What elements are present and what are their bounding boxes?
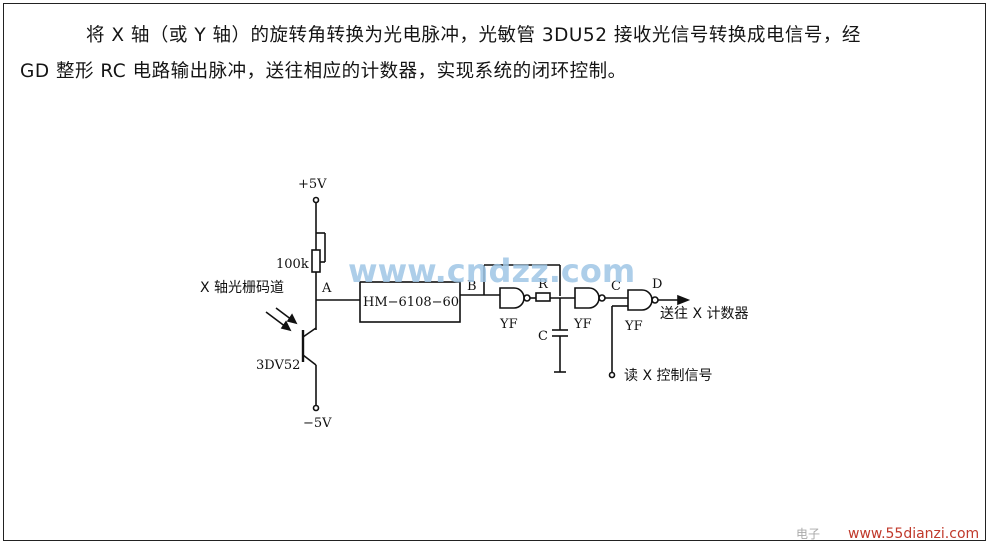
description-text: 将 X 轴（或 Y 轴）的旋转角转换为光电脉冲，光敏管 3DU52 接收光信号转… (20, 18, 918, 90)
ic-label: HM−6108−60 (363, 295, 459, 310)
description-line-1: 将 X 轴（或 Y 轴）的旋转角转换为光电脉冲，光敏管 3DU52 接收光信号转… (86, 25, 861, 46)
gate-1-label: YF (499, 317, 518, 332)
gate-2-bubble (598, 294, 606, 302)
output-label: 送往 X 计数器 (660, 306, 749, 322)
output-arrow (677, 294, 691, 306)
gate-2-label: YF (573, 317, 592, 332)
resistor-r (535, 292, 551, 302)
phototransistor-label: 3DV52 (256, 358, 300, 373)
vminus-terminal (312, 404, 320, 412)
node-d-label: D (652, 277, 662, 292)
watermark-prefix: 电子 (796, 527, 820, 541)
watermark-corner: www.55dianzi.com (848, 526, 979, 542)
c-label: C (538, 329, 548, 344)
watermark-main: www.cndzz.com (348, 252, 635, 290)
gate-1-bubble (523, 294, 531, 302)
gate-yf-2 (574, 287, 600, 309)
node-c-label: C (611, 279, 621, 294)
vminus-label: −5V (303, 416, 332, 431)
diagram-frame (3, 3, 986, 541)
r-label: R (538, 277, 549, 292)
ic-hm6108 (359, 281, 461, 323)
read-signal-terminal (608, 371, 616, 379)
phototransistor-emitter (302, 354, 317, 366)
grating-label: X 轴光栅码道 (200, 280, 284, 296)
vplus-label: +5V (298, 177, 327, 192)
gate-3-bubble (651, 296, 659, 304)
node-a-label: A (321, 281, 332, 296)
gate-yf-1 (499, 287, 525, 309)
gate-3-label: YF (624, 319, 643, 334)
gate-yf-3 (627, 289, 653, 311)
resistor-100k (311, 249, 321, 273)
phototransistor-collector (302, 327, 317, 338)
vplus-terminal (312, 196, 320, 204)
read-signal-label: 读 X 控制信号 (624, 367, 713, 384)
description-line-2: GD 整形 RC 电路输出脉冲，送往相应的计数器，实现系统的闭环控制。 (20, 61, 627, 82)
node-b-label: B (467, 279, 477, 294)
resistor-label: 100k (276, 257, 309, 272)
